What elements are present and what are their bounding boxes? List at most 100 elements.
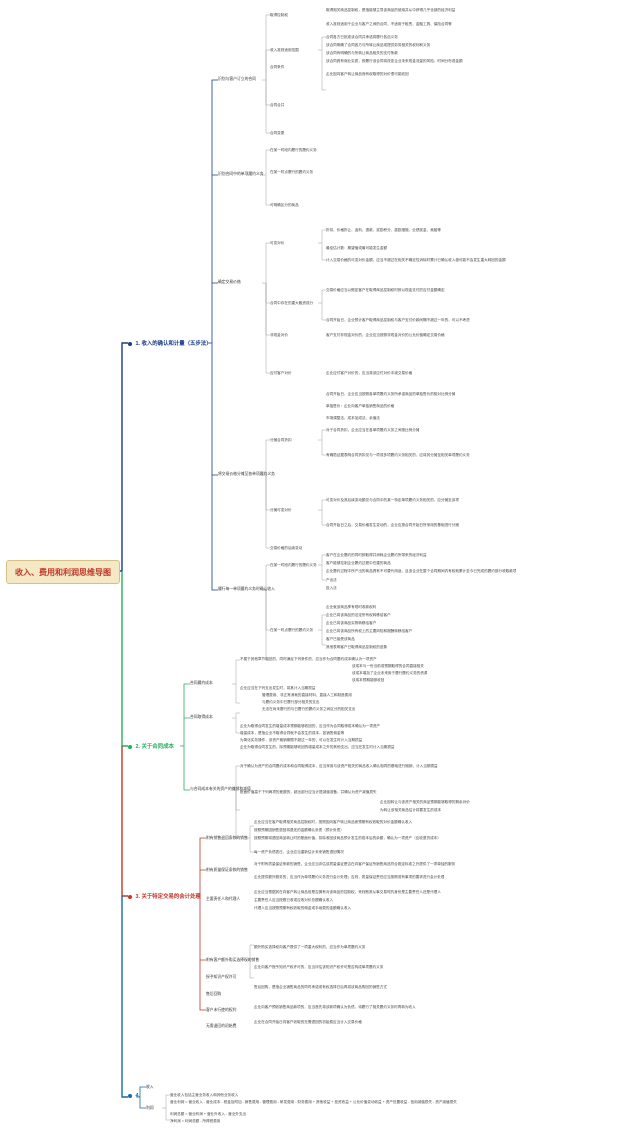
- s1-item-1[interactable]: 收入准则适用范围: [270, 48, 299, 52]
- branch-3-num: 3.: [135, 894, 141, 900]
- s4-item-0[interactable]: 分摊合同折扣: [270, 438, 292, 442]
- b3-item-7[interactable]: 无需退回的初始费: [206, 1024, 237, 1028]
- b3-item-6[interactable]: 客户未行使的权利: [206, 1008, 237, 1012]
- s2-item-2[interactable]: 可明确区分的商品: [270, 203, 299, 207]
- s1-item-0[interactable]: 取得控制权: [270, 13, 288, 17]
- b2-item-1[interactable]: 合同取得成本: [190, 715, 213, 719]
- b3-item-2[interactable]: 主要责任人和代理人: [206, 897, 241, 901]
- s1-note-2: 合同各方已批准该合同并承诺将履行各自义务: [326, 35, 398, 39]
- root-topic[interactable]: 收入、费用和利润思维导图: [6, 560, 120, 584]
- s5-item-0[interactable]: 在某一时段内履行的履约义务: [270, 563, 317, 567]
- b3-note-0: 企业应当在客户取得相关商品控制权时，按照因向客户转让商品而预期有权收取的对价金额…: [254, 820, 413, 824]
- s5-item-1[interactable]: 在某一时点履行的履约义务: [270, 628, 314, 632]
- b3-note-2: 按照预期将退回商品转让时的账面价值，扣除收回该商品预计发生的成本后的余额，确认为…: [254, 836, 441, 840]
- s4-note-3: 对于合同折扣，企业应当在各单项履约义务之间按比例分摊: [326, 428, 420, 432]
- b2-note-4: 企业应当在下列支出发生时，将其计入当期损益: [240, 686, 316, 690]
- s2-item-1[interactable]: 在某一时点履行的履约义务: [270, 170, 314, 174]
- b2-note-5: 管理费用、非正常消耗的直接材料、直接人工和制造费用: [262, 693, 352, 697]
- s1-item-4[interactable]: 合同变更: [270, 131, 285, 135]
- s1-item-3[interactable]: 合同合并: [270, 103, 285, 107]
- s3-item-2[interactable]: 非现金对价: [270, 333, 288, 337]
- s3-note-4: 合同开始日，企业预计客户取得商品控制权与客户支付价款间隔不超过一年的，可以不考虑: [326, 318, 470, 322]
- s5-note-0: 客户在企业履约的同时即取得并消耗企业履约所带来的经济利益: [326, 553, 427, 557]
- s3-note-1: 最佳估计数：期望值或最可能发生金额: [326, 246, 388, 250]
- b2-note-14: 企业因转让与该资产相关的商品预期能够取得的剩余对价: [380, 800, 470, 804]
- b3-note-4: 对于附有质量保证条款的销售，企业应当评估该质量保证是否在向客户保证所销售商品符合…: [254, 862, 456, 866]
- branch-3-label: 关于特定交易的会计处理: [141, 894, 201, 900]
- b4-note-0: 营业收入包括主营业务收入和其他业务收入: [170, 1093, 239, 1097]
- b2-note-13: 账面价值高于下列两项的差额的，超出部分应当计提减值准备，并确认为资产减值损失: [240, 790, 377, 794]
- b2-note-9: 增量成本，是指企业不取得合同就不会发生的成本，如销售佣金等: [240, 731, 345, 735]
- b3-item-0[interactable]: 附有销售退回条款的销售: [206, 836, 248, 840]
- b2-item-2[interactable]: 与合同成本有关的资产的摊销和减值: [190, 787, 251, 791]
- s5-note-9: 客户已接受该商品: [326, 637, 355, 641]
- b3-item-5[interactable]: 售后回购: [206, 992, 222, 996]
- s3-note-6: 企业应付客户对价的，应当将该应付对价冲减交易价格: [326, 371, 413, 375]
- branch-2-label: 关于合同成本: [141, 744, 174, 750]
- s2-item-0[interactable]: 在某一时段内履行的履约义务: [270, 148, 317, 152]
- b3-item-3[interactable]: 附有客户额外购买选择权的销售: [206, 958, 260, 962]
- b4-note-1: 营业利润 = 营业收入 - 营业成本 - 税金及附加 - 销售费用 - 管理费用…: [170, 1100, 457, 1104]
- b3-note-11: 售后回购，是指企业销售商品的同时承诺或有权选择日后再将该商品购回的销售方式: [254, 985, 387, 989]
- b1-step5[interactable]: 履行每一单项履约义务时确认收入: [218, 587, 275, 591]
- branch-2-num: 2.: [135, 744, 141, 750]
- s3-note-3: 交易价格应当以假定客户在取得商品控制权时即以现金支付的应付金额确定: [326, 288, 445, 292]
- b3-note-7: 主要责任人应当按照已收或应收对价总额确认收入: [254, 898, 334, 902]
- branch-2-dot: [128, 744, 132, 749]
- b4-item-1[interactable]: 利润: [146, 1106, 154, 1110]
- b1-step1[interactable]: 识别与客户订立的合同: [218, 77, 256, 81]
- s4-item-1[interactable]: 分摊可变对价: [270, 508, 292, 512]
- b1-step3[interactable]: 确定交易价格: [218, 280, 241, 284]
- b3-note-12: 企业向客户预收销售商品款项的，应当首先将该款项确认为负债，待履行了相关履约义务时…: [254, 1005, 416, 1009]
- branch-3[interactable]: 3. 关于特定交易的会计处理: [128, 892, 201, 900]
- b2-note-2: 该成本增加了企业未来用于履行履约义务的资源: [352, 671, 428, 675]
- branch-4[interactable]: 4.: [128, 1093, 140, 1099]
- s3-item-0[interactable]: 可变对价: [270, 241, 285, 245]
- s1-note-6: 企业因向客户转让商品而有权取得的对价很可能收回: [326, 72, 409, 76]
- b3-note-10: 企业向客户授予知识产权许可的，应当评估该知识产权许可是否构成单项履约义务: [254, 965, 384, 969]
- s1-item-2[interactable]: 合同条件: [270, 65, 285, 69]
- s4-note-2: 市场调整法、成本加成法、余值法: [326, 416, 380, 420]
- s5-note-3: 产出法: [326, 578, 337, 582]
- b3-item-1[interactable]: 附有质量保证条款的销售: [206, 868, 248, 872]
- b2-note-8: 企业为取得合同发生的增量成本预期能够收回的，应当作为合同取得成本确认为一项资产: [240, 724, 381, 728]
- s3-note-0: 折扣、价格折让、返利、退款、奖励积分、激励措施、业绩奖金、索赔等: [326, 228, 441, 232]
- b3-note-8: 代理人应当按照预期有权收取的佣金或手续费的金额确认收入: [254, 906, 352, 910]
- b2-note-3: 该成本预期能够收回: [352, 678, 385, 682]
- b3-note-9: 额外购买选择权向客户提供了一项重大权利的，应当作为单项履约义务: [254, 945, 366, 949]
- s3-note-5: 客户支付非现金对价的，企业应当按照非现金对价的公允价值确定交易价格: [326, 333, 445, 337]
- branch-2[interactable]: 2. 关于合同成本: [128, 742, 174, 750]
- b1-step2[interactable]: 识别合同中的单项履约义务: [218, 172, 264, 176]
- b2-note-6: 与履约义务中已履行部分相关的支出: [262, 700, 320, 704]
- s5-note-10: 其他表明客户已取得商品控制权的迹象: [326, 645, 388, 649]
- branch-1-dot: [128, 341, 132, 346]
- s4-note-5: 可变对价及其后续变动额仅与合同中的某一特定单项履约义务相关的，应分摊至该项: [326, 498, 459, 502]
- b3-item-4[interactable]: 授予知识产权许可: [206, 975, 237, 979]
- s5-note-6: 企业已将该商品的法定所有权转移给客户: [326, 613, 391, 617]
- s4-item-2[interactable]: 交易价格的后续变动: [270, 546, 303, 550]
- b4-note-2: 利润总额 = 营业利润 + 营业外收入 - 营业外支出: [170, 1112, 247, 1116]
- b2-note-11: 企业为取得合同发生的、除预期能够收回的增量成本之外的其他支出，应当在发生时计入当…: [240, 745, 395, 749]
- b4-item-0[interactable]: 收入: [146, 1085, 154, 1089]
- s1-note-3: 该合同明确了合同各方与所转让商品或提供劳务相关的权利和义务: [326, 43, 431, 47]
- b2-note-15: 为转让该相关商品估计将要发生的成本: [380, 808, 442, 812]
- s5-note-5: 企业就该商品享有现时收款权利: [326, 605, 377, 609]
- s5-note-7: 企业已将该商品实物转移给客户: [326, 621, 377, 625]
- s3-item-1[interactable]: 合同中存在的重大融资成分: [270, 301, 314, 305]
- b4-note-3: 净利润 = 利润总额 - 所得税费用: [170, 1119, 221, 1123]
- s3-item-3[interactable]: 应付客户对价: [270, 371, 292, 375]
- b1-step4[interactable]: 将交易价格分摊至各单项履约义务: [218, 472, 275, 476]
- s5-note-4: 投入法: [326, 586, 337, 590]
- s1-note-5: 该合同具有商业实质，即履行该合同将改变企业未来现金流量的风险、时间分布或金额: [326, 59, 463, 63]
- s1-note-4: 该合同有明确的与所转让商品相关的支付条款: [326, 51, 398, 55]
- b2-note-7: 无法在尚未履行的与已履行的履约义务之间区分的相关支出: [262, 707, 356, 711]
- s4-note-6: 合同开始日之后，交易价格发生变动的，企业应按合同开始日所采用的基础进行分摊: [326, 523, 459, 527]
- s5-note-8: 企业已将该商品所有权上的主要风险和报酬转移给客户: [326, 629, 413, 633]
- b2-item-0[interactable]: 合同履约成本: [190, 681, 213, 685]
- branch-1-num: 1.: [135, 341, 141, 347]
- branch-3-dot: [128, 894, 132, 899]
- b2-note-1: 该成本与一份当前或预期取得的合同直接相关: [352, 664, 424, 668]
- b3-note-3: 每一资产负债表日，企业应当重新估计未来销售退回情况: [254, 850, 344, 854]
- branch-1[interactable]: 1. 收入的确认和计量（五步法）: [128, 339, 212, 347]
- s1-note-1: 收入准则适用于企业与客户之间的合同，不适用于租赁、金融工具、保险合同等: [326, 22, 452, 26]
